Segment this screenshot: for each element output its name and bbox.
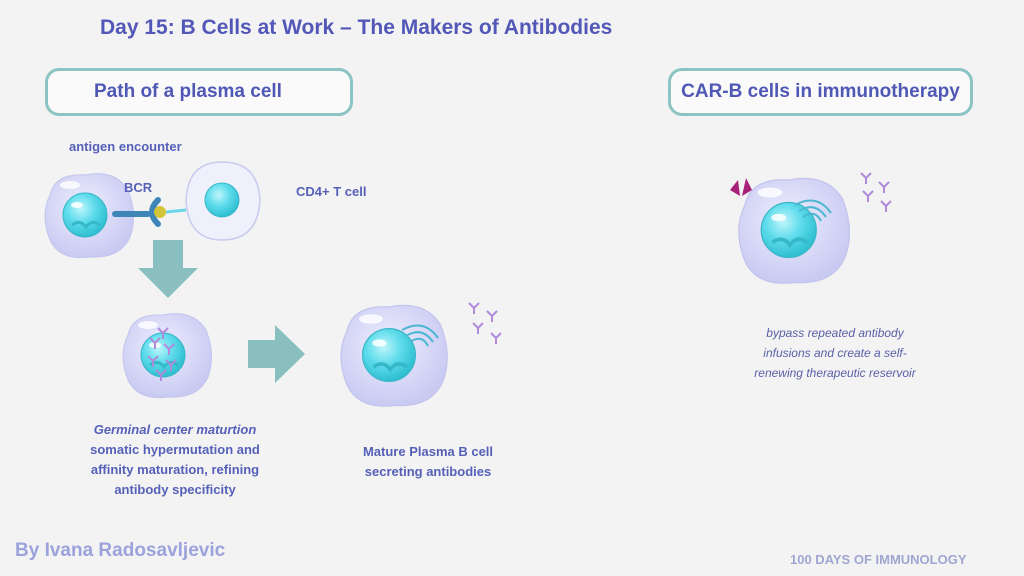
plasma-line: secreting antibodies	[364, 464, 492, 479]
right-arrow-icon	[248, 325, 305, 383]
bcr-label: BCR	[124, 180, 153, 195]
germinal-line: somatic hypermutation and	[90, 442, 260, 457]
path-heading: Path of a plasma cell	[94, 81, 282, 102]
note-line: bypass repeated antibody	[766, 326, 904, 340]
cd4-t-cell-label: CD4+ T cell	[296, 184, 367, 199]
down-arrow-icon	[138, 240, 198, 298]
germinal-line: affinity maturation, refining	[90, 462, 260, 477]
series-label: 100 DAYS OF IMMUNOLOGY	[790, 552, 967, 567]
car-b-heading: CAR-B cells in immunotherapy	[681, 81, 960, 102]
plasma-line: Mature Plasma B cell	[362, 444, 494, 459]
bcr-antigen-icon	[112, 197, 187, 227]
antibody-icons	[468, 302, 502, 345]
path-heading-box: Path of a plasma cell	[45, 68, 353, 116]
note-line: infusions and create a self-	[763, 346, 907, 360]
car-b-antibody-icons	[860, 172, 892, 213]
plasma-cell-icon	[339, 303, 450, 408]
car-b-heading-box: CAR-B cells in immunotherapy	[668, 68, 973, 116]
germinal-title: Germinal center maturtion	[93, 422, 257, 437]
antigen-encounter-label: antigen encounter	[69, 139, 182, 154]
germinal-center-cell-icon	[121, 312, 214, 400]
note-line: renewing therapeutic reservoir	[754, 366, 916, 380]
page-title: Day 15: B Cells at Work – The Makers of …	[100, 16, 613, 39]
car-b-note: bypass repeated antibody infusions and c…	[715, 323, 955, 383]
germinal-center-text: Germinal center maturtion somatic hyperm…	[55, 420, 295, 500]
t-cell-icon	[185, 161, 261, 241]
plasma-cell-text: Mature Plasma B cell secreting antibodie…	[328, 442, 528, 482]
germinal-line: antibody specificity	[114, 482, 236, 497]
author-credit: By Ivana Radosavljevic	[15, 540, 226, 561]
car-b-cell-icon	[730, 176, 852, 286]
